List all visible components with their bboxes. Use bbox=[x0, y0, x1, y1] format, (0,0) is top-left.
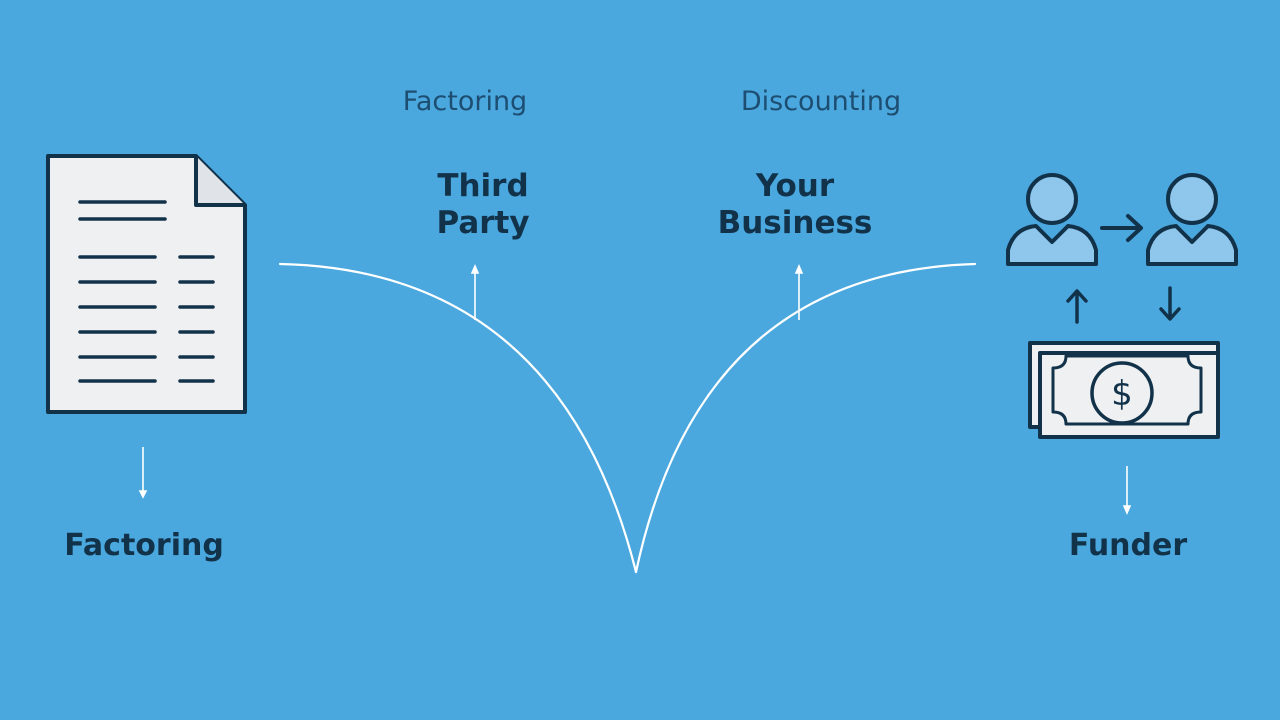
document-down-arrow bbox=[138, 447, 148, 499]
factoring-bottom-label: Factoring bbox=[64, 528, 224, 563]
your-business-up-arrow bbox=[794, 263, 804, 320]
funder-down-arrow-icon bbox=[1159, 286, 1181, 321]
third-party-up-arrow bbox=[470, 263, 480, 320]
people-transfer-icon bbox=[1006, 173, 1238, 266]
discounting-top-label: Discounting bbox=[740, 86, 902, 117]
dollar-bill-icon: $ bbox=[1028, 341, 1220, 439]
funder-label: Funder bbox=[1068, 528, 1188, 563]
svg-text:$: $ bbox=[1111, 374, 1133, 414]
funder-label-arrow bbox=[1122, 466, 1132, 516]
third-party-line-1: Third bbox=[437, 168, 529, 204]
flow-curves bbox=[278, 262, 977, 574]
third-party-line-2: Party bbox=[436, 205, 530, 241]
transfer-arrow-icon bbox=[1100, 214, 1143, 242]
your-business-label: Your Business bbox=[712, 168, 878, 242]
third-party-label: Third Party bbox=[420, 168, 546, 242]
person-right-icon bbox=[1146, 173, 1238, 266]
document-icon bbox=[46, 154, 247, 414]
your-business-line-2: Business bbox=[717, 205, 873, 241]
factoring-top-label: Factoring bbox=[402, 86, 528, 117]
your-business-line-1: Your bbox=[755, 168, 835, 204]
funder-up-arrow-icon bbox=[1066, 289, 1088, 324]
person-left-icon bbox=[1006, 173, 1098, 266]
